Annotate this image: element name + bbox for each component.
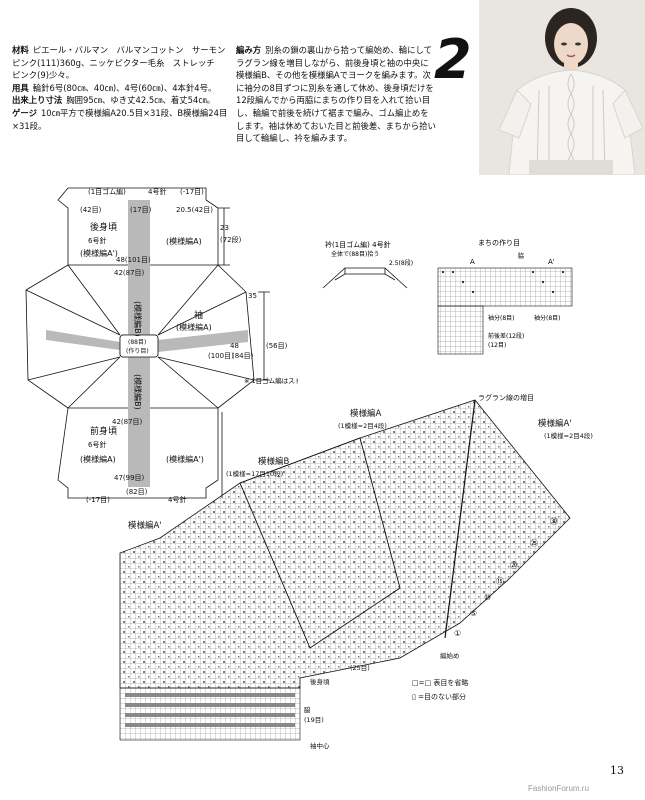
row-15: ⑮ xyxy=(496,577,504,586)
back-st-205: 20.5(42目) xyxy=(176,206,213,214)
raglan-label: ラグラン線の増目 xyxy=(478,393,534,402)
row-25: ㉕ xyxy=(530,539,538,548)
pattern-b-repeat: (1模様=17目10段) xyxy=(226,469,283,478)
start-label: 編始め xyxy=(440,651,460,660)
back-center-pattern-b xyxy=(128,200,150,335)
sleeve-st-56: (56目) xyxy=(266,342,288,350)
left-sleeve-pattern-b xyxy=(46,330,120,350)
front-width-47: 47(99目) xyxy=(114,474,145,482)
sleeve-st-84: (84目) xyxy=(232,352,254,360)
back-title: 後身頃 xyxy=(90,221,117,233)
back-label: 後身頃 xyxy=(310,677,330,686)
back-st-17: (17目) xyxy=(130,206,152,214)
pattern-a3-label: 模様編A' xyxy=(128,520,162,531)
back-width-48: 48(101目) xyxy=(116,256,151,264)
method-heading: 編み方 xyxy=(236,45,262,55)
front-pattern-right: (模様編A') xyxy=(166,454,204,464)
chest-width-42: 42(87目) xyxy=(114,269,145,277)
sleeve-35: 35 xyxy=(248,292,257,300)
garment-schematic: (1目ゴム編) 4号針 (-17目) (42目) (17目) 20.5(42目)… xyxy=(25,187,298,504)
materials-section: 材料ピエール・バルマン バルマンコットン サーモンピンク(111)360g、ニッ… xyxy=(12,44,230,132)
gusset-a: A xyxy=(470,258,475,266)
rib-label-top: (1目ゴム編) xyxy=(88,187,126,196)
row-10: ⑩ xyxy=(484,593,491,602)
gusset-chart: まちの作り目 A 脇 A' 袖分(8目) 袖分(8目) 前後差(12段) (12… xyxy=(437,238,573,355)
center-stitch-count: (88目) xyxy=(128,339,146,346)
row-20: ⑳ xyxy=(510,561,518,570)
collar-diagram: 衿(1目ゴム編) 4号針 全体で(88目)拾う 2.5(8段) xyxy=(322,240,413,289)
back-pattern: (模様編A') xyxy=(80,248,118,258)
back-pattern-right: (模様編A) xyxy=(166,236,202,246)
collar-count: 全体で(88目)拾う xyxy=(331,250,379,258)
front-needle: 6号針 xyxy=(88,440,106,449)
decrease-label-bottom: (-17目) xyxy=(86,496,110,504)
collar-height: 2.5(8段) xyxy=(389,259,413,267)
yoke-stitch-chart: ラグラン線の増目 模様編A (1模様=2目4段) 模様編A' (1模様=2目4段… xyxy=(119,393,593,750)
back-needle: 6号針 xyxy=(88,236,106,245)
model-photo xyxy=(479,0,645,175)
pattern-a-repeat: (1模様=2目4段) xyxy=(338,421,387,430)
needle-label-bottom: 4号針 xyxy=(168,495,186,504)
page-number: 13 xyxy=(610,764,624,777)
front-body-outline xyxy=(57,407,219,499)
decrease-label-top: (-17目) xyxy=(180,188,204,196)
side-label: 脇 xyxy=(304,706,311,714)
rib-note: ※ 1目ゴム編はストレッチと2本どりで編む xyxy=(244,376,298,385)
tools-row: 用具輪針6号(80㎝、40㎝)、4号(60㎝)、4本針4号。 xyxy=(12,82,217,93)
pattern-a2-label: 模様編A' xyxy=(538,418,572,429)
materials-row: 材料ピエール・バルマン バルマンコットン サーモンピンク(111)360g、ニッ… xyxy=(12,45,226,81)
pattern-a2-repeat: (1模様=2目4段) xyxy=(544,431,593,440)
row-30: ㉚ xyxy=(550,517,558,526)
gusset-sleeve-st: 袖分(8目) xyxy=(488,314,515,322)
gusset-a2: A' xyxy=(548,258,555,266)
sleeve-st-100: (100目) xyxy=(208,352,234,360)
left-sleeve-outline xyxy=(25,264,69,409)
center-cast-on-label: (作り目) xyxy=(126,347,149,355)
gusset-st-12: (12目) xyxy=(488,342,506,349)
row-1: ① xyxy=(454,629,461,638)
pattern-a-label: 模様編A xyxy=(350,408,382,419)
back-height-23: 23 xyxy=(220,224,229,232)
front-center-pattern-b xyxy=(128,357,150,487)
legend-row-2: ▯ =目のない部分 xyxy=(412,693,466,701)
gusset-title: まちの作り目 xyxy=(478,238,520,247)
right-sleeve-outline xyxy=(217,264,255,409)
row-5: ⑤ xyxy=(470,609,477,618)
gusset-front-diff: 前後差(12段) xyxy=(488,332,524,340)
pattern-b-label: 模様編B xyxy=(258,456,290,467)
back-rows-72: (72段) xyxy=(220,235,242,244)
center-pattern-back: (模様編B) xyxy=(133,301,143,337)
chart-legend: □=□ 表目を省略 ▯ =目のない部分 xyxy=(412,676,468,704)
sleeve-center-label: 袖中心 xyxy=(310,741,330,750)
back-st-42: (42目) xyxy=(80,206,102,214)
front-pattern: (模様編A) xyxy=(80,454,116,464)
st-19-label: (19目) xyxy=(304,716,324,724)
watermark: FashionForum.ru xyxy=(528,784,589,793)
method-text: 別糸の鎖の裏山から拾って編始め、輪にしてラグラン線を増目しながら、前後身頃と袖の… xyxy=(236,45,436,144)
hem-st-82: (82目) xyxy=(126,488,148,496)
sweater-photo-illustration xyxy=(479,0,645,175)
sleeve-48: 48 xyxy=(230,342,239,350)
pattern-number: 2 xyxy=(434,28,472,91)
finished-size-row: 出来上り寸法胸囲95㎝、ゆき丈42.5㎝、着丈54㎝。 xyxy=(12,95,216,106)
legend-row-1: □=□ 表目を省略 xyxy=(412,679,469,687)
collar-title: 衿(1目ゴム編) 4号針 xyxy=(325,240,391,249)
needle-label-top: 4号針 xyxy=(148,187,166,196)
method-section: 編み方別糸の鎖の裏山から拾って編始め、輪にしてラグラン線を増目しながら、前後身頃… xyxy=(236,44,436,145)
sleeve-title: 袖 xyxy=(194,309,203,321)
center-pattern-front: (模様編B) xyxy=(133,374,143,410)
right-sleeve-pattern-b xyxy=(158,330,248,352)
front-title: 前身頃 xyxy=(90,425,117,437)
gusset-side: 脇 xyxy=(518,253,524,260)
front-width-42: 42(87目) xyxy=(112,418,143,426)
gusset-sleeve-st-2: 袖分(8目) xyxy=(534,314,561,322)
st-25-label: (25目) xyxy=(350,664,370,672)
sleeve-pattern: (模様編A) xyxy=(176,322,212,332)
